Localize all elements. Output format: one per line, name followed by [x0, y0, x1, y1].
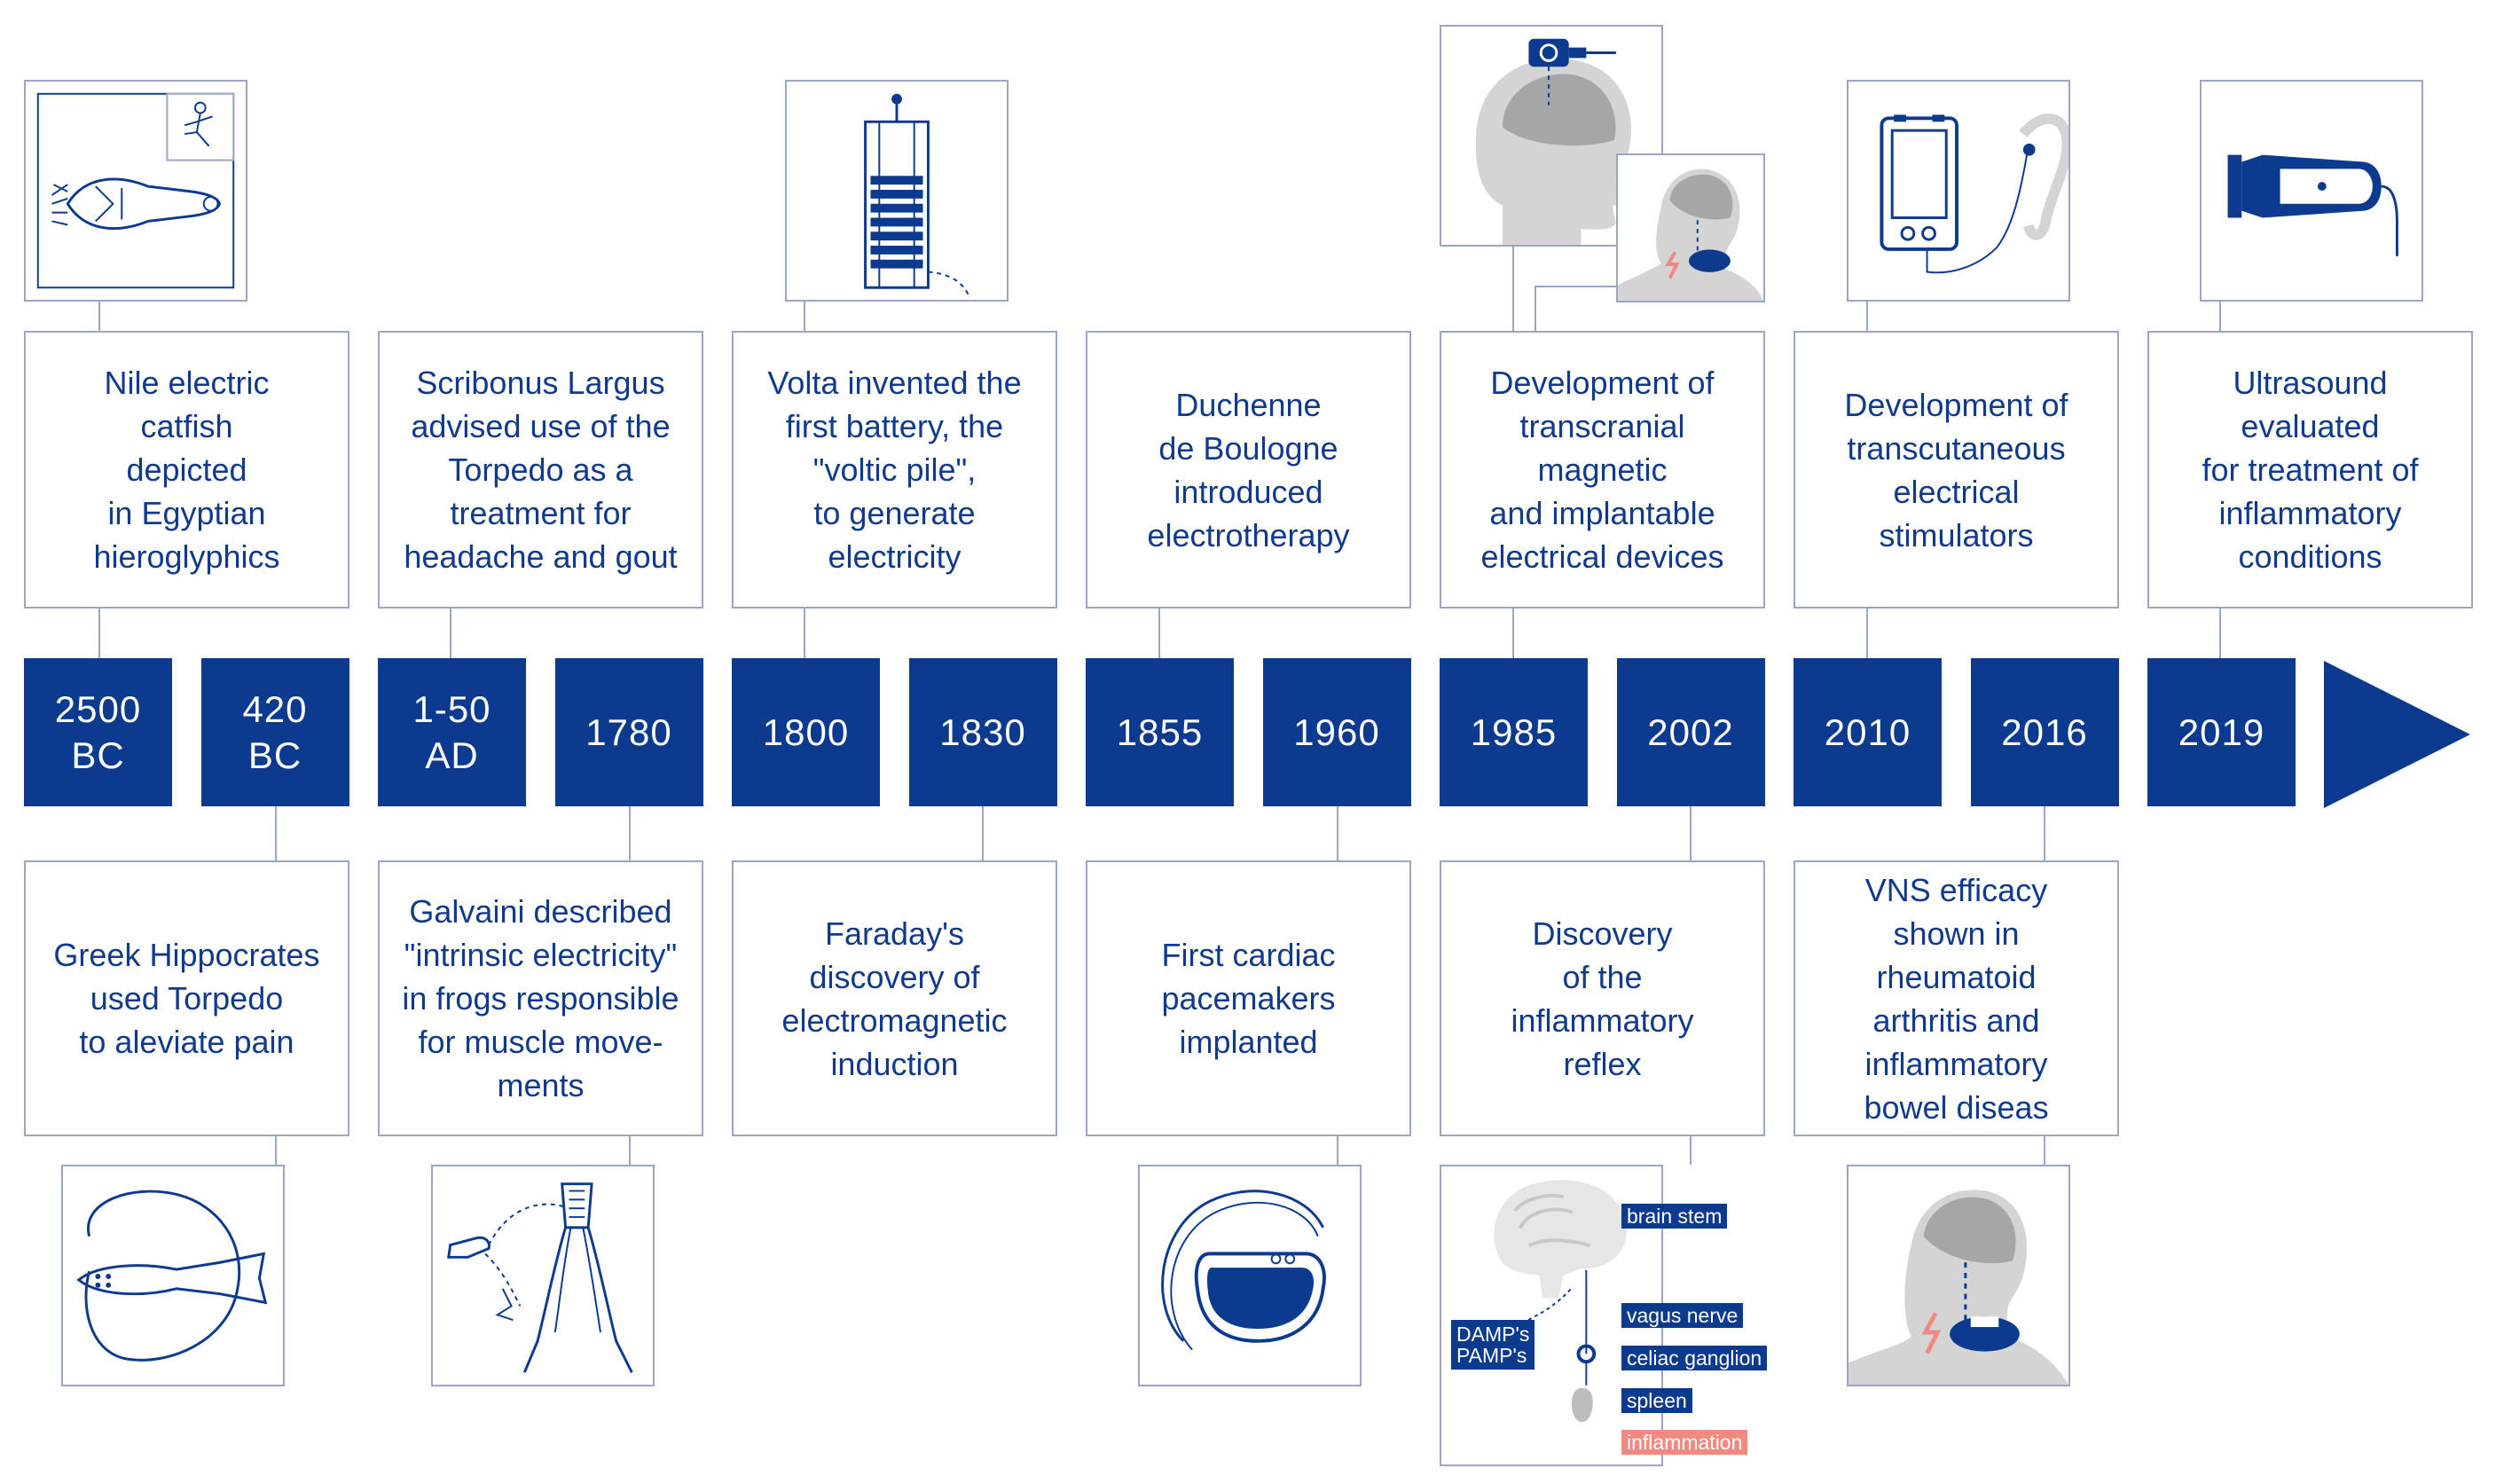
connector-line [629, 1136, 631, 1165]
event-vns-efficacy: VNS efficacy shown in rheumatoid arthrit… [1794, 860, 2119, 1136]
frog-legs-icon [431, 1165, 655, 1386]
year-label: 1-50 AD [412, 687, 491, 776]
connector-line [804, 609, 805, 658]
year-label: 2016 [2001, 711, 2088, 753]
year-label: 2010 [1824, 711, 1911, 753]
event-text: Scribonus Largus advised use of the Torp… [404, 365, 678, 575]
event-galvani: Galvaini described "intrinsic electricit… [378, 860, 703, 1136]
torpedo-fish-icon [61, 1165, 285, 1386]
catfish-hieroglyph-icon [24, 80, 247, 302]
connector-line [2044, 806, 2045, 860]
year-label: 1985 [1470, 711, 1558, 753]
connector-line [2219, 609, 2221, 658]
vns-neck-cuff-icon [1847, 1165, 2070, 1386]
connector-line [275, 1136, 277, 1165]
year-box: 1-50 AD [378, 658, 526, 806]
year-box: 2016 [1970, 658, 2119, 806]
event-duchenne: Duchenne de Boulogne introduced electrot… [1086, 331, 1411, 609]
year-label: 2500 BC [54, 687, 142, 776]
event-nile-catfish: Nile electric catfish depicted in Egypti… [24, 331, 349, 609]
connector-line [98, 609, 100, 658]
connector-line [2044, 1136, 2045, 1165]
year-box: 1780 [554, 658, 703, 806]
event-text: Development of transcutaneous electrical… [1844, 386, 2068, 554]
connector-line [1866, 302, 1868, 331]
label-vagus-nerve: vagus nerve [1621, 1303, 1744, 1328]
connector-line [275, 806, 277, 860]
year-label: 1830 [939, 711, 1026, 753]
pacemaker-icon [1138, 1165, 1362, 1386]
event-pacemaker: First cardiac pacemakers implanted [1086, 860, 1411, 1136]
year-label: 1855 [1116, 711, 1204, 753]
neck-implant-icon [1616, 153, 1765, 302]
connector-line [1512, 247, 1514, 331]
connector-line [804, 302, 805, 331]
event-text: Discovery of the inflammatory reflex [1511, 915, 1694, 1082]
connector-line [982, 806, 984, 860]
event-text: Ultrasound evaluated for treatment of in… [2202, 365, 2419, 575]
year-label: 1800 [762, 711, 850, 753]
event-ultrasound: Ultrasound evaluated for treatment of in… [2147, 331, 2473, 609]
timeline-arrowhead-icon [2324, 661, 2470, 808]
year-label: 2002 [1647, 711, 1734, 753]
connector-line [629, 806, 631, 860]
voltaic-pile-icon [785, 80, 1009, 302]
label-spleen: spleen [1621, 1388, 1692, 1413]
label-celiac-ganglion: celiac ganglion [1621, 1346, 1768, 1370]
year-box: 2010 [1794, 658, 1942, 806]
connector-line [1512, 609, 1514, 658]
year-box: 1960 [1262, 658, 1411, 806]
year-box: 2500 BC [24, 658, 172, 806]
event-tens: Development of transcutaneous electrical… [1794, 331, 2119, 609]
event-transcranial: Development of transcranial magnetic and… [1440, 331, 1765, 609]
event-faraday: Faraday's discovery of electromagnetic i… [732, 860, 1057, 1136]
connector-line [1337, 806, 1338, 860]
year-box: 1830 [908, 658, 1057, 806]
connector-line [450, 609, 451, 658]
year-label: 420 BC [242, 687, 308, 776]
event-text: Galvaini described "intrinsic electricit… [402, 893, 679, 1103]
event-text: Greek Hippocrates used Torpedo to alevia… [53, 937, 320, 1060]
connector-line [1690, 806, 1691, 860]
transcranial-head-icon [1440, 25, 1663, 247]
event-text: Volta invented the first battery, the "v… [767, 365, 1022, 575]
year-box: 420 BC [200, 658, 349, 806]
event-text: VNS efficacy shown in rheumatoid arthrit… [1864, 871, 2049, 1126]
connector-line [98, 302, 100, 331]
year-box: 1800 [732, 658, 880, 806]
connector-line [1866, 609, 1868, 658]
connector-line [1158, 609, 1160, 658]
year-label: 2019 [2178, 711, 2265, 753]
event-scribonus-largus: Scribonus Largus advised use of the Torp… [378, 331, 703, 609]
year-label: 1960 [1293, 711, 1380, 753]
connector-line [1690, 1136, 1691, 1165]
connector-line [2219, 302, 2221, 331]
event-text: Duchenne de Boulogne introduced electrot… [1147, 386, 1350, 554]
event-text: Nile electric catfish depicted in Egypti… [93, 365, 280, 575]
year-box: 1985 [1440, 658, 1588, 806]
connector-line [1534, 286, 1536, 331]
ultrasound-probe-icon [2200, 80, 2423, 302]
event-volta-battery: Volta invented the first battery, the "v… [732, 331, 1057, 609]
label-brain-stem: brain stem [1621, 1204, 1728, 1229]
tens-device-ear-icon [1847, 80, 2070, 302]
connector-line [1534, 286, 1616, 287]
event-hippocrates: Greek Hippocrates used Torpedo to alevia… [24, 860, 349, 1136]
connector-line [1337, 1136, 1338, 1165]
event-text: First cardiac pacemakers implanted [1161, 937, 1336, 1060]
label-damp-pamp: DAMP's PAMP's [1451, 1320, 1535, 1370]
label-inflammation: inflammation [1621, 1430, 1748, 1455]
event-text: Development of transcranial magnetic and… [1480, 365, 1724, 575]
year-box: 2019 [2147, 658, 2296, 806]
year-box: 1855 [1086, 658, 1234, 806]
event-text: Faraday's discovery of electromagnetic i… [781, 915, 1008, 1082]
event-inflammatory-reflex: Discovery of the inflammatory reflex [1440, 860, 1765, 1136]
year-box: 2002 [1616, 658, 1765, 806]
year-label: 1780 [585, 711, 672, 753]
